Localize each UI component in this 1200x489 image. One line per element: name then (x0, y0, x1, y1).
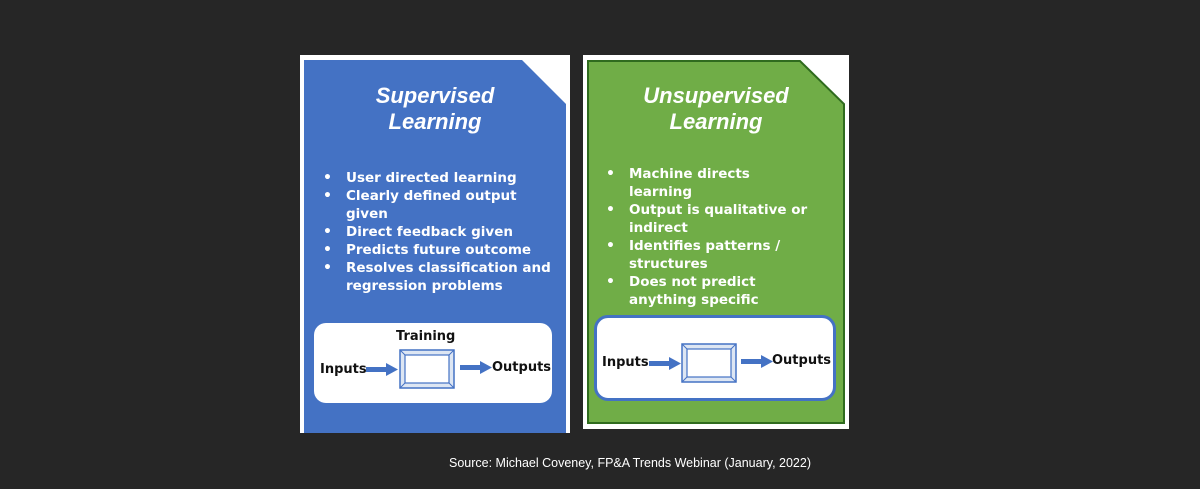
outputs-label: Outputs (492, 360, 552, 375)
list-item: Direct feedback given (320, 223, 560, 241)
list-item: Does not predict anything specific (603, 273, 813, 309)
list-item: Identifies patterns / structures (603, 237, 813, 273)
output-arrow-icon (741, 355, 773, 368)
model-box-icon (681, 343, 737, 383)
input-arrow-icon (366, 363, 398, 376)
unsupervised-title-line2: Learning (669, 109, 763, 134)
training-label: Training (396, 329, 456, 344)
list-item: Resolves classification and regression p… (320, 259, 560, 295)
inputs-label: Inputs (320, 362, 367, 377)
list-item: Clearly defined output given (320, 187, 560, 223)
source-caption: Source: Michael Coveney, FP&A Trends Web… (449, 456, 811, 470)
unsupervised-bullet-list: Machine directs learning Output is quali… (603, 165, 813, 309)
supervised-title-line1: Supervised (375, 83, 495, 108)
list-item: Output is qualitative or indirect (603, 201, 813, 237)
supervised-card: Supervised Learning User directed learni… (300, 55, 570, 433)
supervised-title-line2: Learning (388, 109, 482, 134)
model-box-icon (399, 349, 455, 389)
supervised-diagram-graphics (366, 349, 492, 389)
unsupervised-card: Unsupervised Learning Machine directs le… (583, 55, 849, 429)
unsupervised-diagram: Inputs Outputs (594, 315, 836, 401)
unsupervised-title-line1: Unsupervised (643, 83, 789, 108)
unsupervised-title: Unsupervised Learning (583, 83, 849, 135)
output-arrow-icon (460, 361, 492, 374)
supervised-title: Supervised Learning (300, 83, 570, 135)
supervised-training-diagram: Training Inputs Outputs (314, 323, 552, 403)
list-item: Predicts future outcome (320, 241, 560, 259)
list-item: Machine directs learning (603, 165, 813, 201)
outputs-label: Outputs (772, 353, 832, 368)
inputs-label: Inputs (602, 355, 649, 370)
supervised-bullet-list: User directed learning Clearly defined o… (320, 169, 560, 295)
input-arrow-icon (649, 357, 681, 370)
list-item: User directed learning (320, 169, 560, 187)
unsupervised-diagram-graphics (649, 343, 773, 383)
